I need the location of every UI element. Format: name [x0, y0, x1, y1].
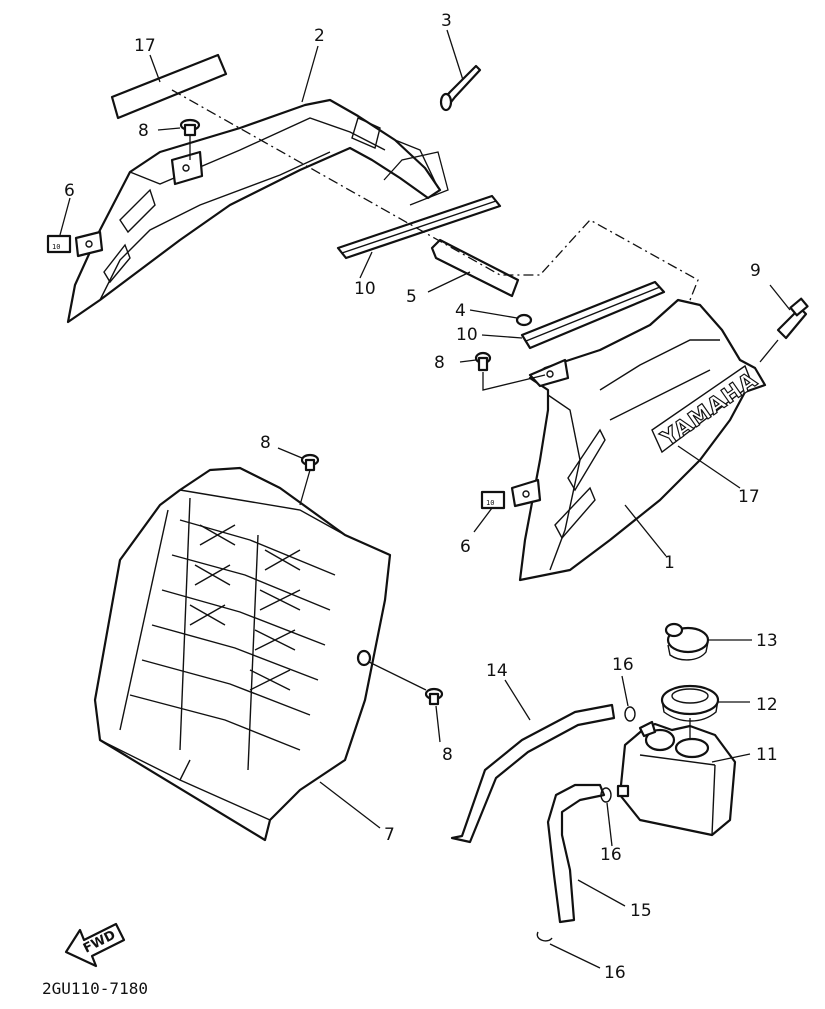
callout-15: 15	[630, 901, 652, 921]
leader-lines	[59, 29, 791, 969]
rubber-strip-10-left	[336, 194, 502, 260]
screw-8-top	[179, 118, 201, 160]
screw-8-grille-top	[300, 453, 320, 472]
callout-16-b: 16	[600, 845, 622, 865]
callout-8-grille-side: 8	[442, 745, 453, 765]
callout-8-mid: 8	[434, 353, 445, 373]
clip-nut-6-lower: 10	[480, 478, 542, 510]
clip-nut-6-top: 10	[46, 230, 104, 258]
callout-16-c: 16	[604, 963, 626, 983]
rivet-3	[439, 64, 482, 112]
callout-12: 12	[756, 695, 778, 715]
svg-text:10: 10	[486, 499, 494, 507]
callout-3: 3	[441, 11, 452, 31]
callout-9: 9	[750, 261, 761, 281]
grille-slats	[119, 497, 336, 771]
callout-8-top: 8	[138, 121, 149, 141]
svg-text:10: 10	[52, 243, 60, 251]
cap-ring-12	[660, 684, 720, 722]
side-shroud-1: YAMAHA	[518, 298, 767, 582]
hose-clip-16-a	[624, 706, 636, 722]
fwd-direction-arrow: FWD	[64, 922, 126, 968]
shroud-bracket-2	[66, 98, 442, 324]
hose-clip-16-b	[600, 787, 612, 803]
callout-labels: 17 2 3 8 6 10 5 4 10 8 9 17 8 6 1 13 14 …	[64, 11, 778, 983]
grommet-4	[515, 313, 533, 327]
reservoir-tank-11	[616, 720, 737, 837]
drawing-code: 2GU110-7180	[42, 979, 148, 998]
callout-7: 7	[384, 825, 395, 845]
damper-5	[430, 238, 520, 298]
hose-clip-16-c	[536, 931, 553, 942]
callout-6-lower: 6	[460, 537, 471, 557]
callout-6-top: 6	[64, 181, 75, 201]
callout-2: 2	[314, 26, 325, 46]
callout-8-grille-top: 8	[260, 433, 271, 453]
callout-11: 11	[756, 745, 778, 765]
overflow-hose-14	[450, 703, 616, 844]
screw-9	[776, 297, 809, 340]
callout-1: 1	[664, 553, 675, 573]
breather-hose-15	[546, 783, 606, 924]
callout-10-right: 10	[456, 325, 478, 345]
callout-17-right: 17	[738, 487, 760, 507]
screw-8-mid	[474, 351, 492, 372]
callout-14: 14	[486, 661, 508, 681]
reservoir-cap-13	[664, 622, 710, 661]
callout-5: 5	[406, 287, 417, 307]
callout-13: 13	[756, 631, 778, 651]
callout-10-left: 10	[354, 279, 376, 299]
screw-8-grille-side	[424, 687, 444, 706]
decal-17-top	[110, 53, 228, 120]
radiator-grille-7	[93, 466, 392, 842]
callout-4: 4	[455, 301, 466, 321]
callout-16-a: 16	[612, 655, 634, 675]
callout-17-top: 17	[134, 36, 156, 56]
rubber-strip-10-right	[520, 280, 666, 350]
